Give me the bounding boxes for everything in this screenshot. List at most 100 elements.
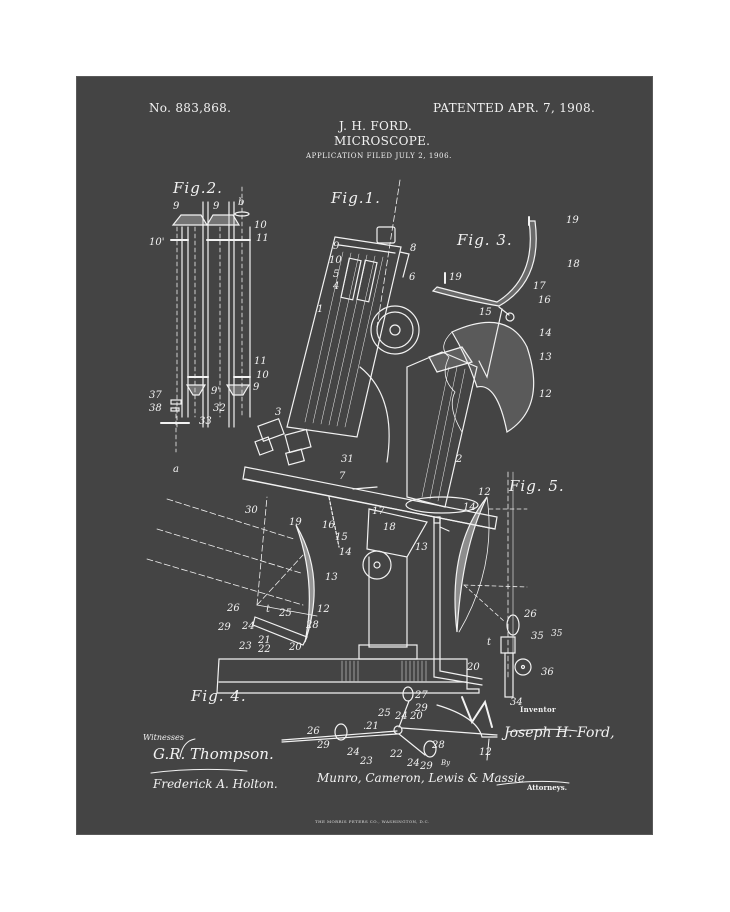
inventor-signature: Joseph H. Ford, — [504, 725, 615, 741]
svg-text:30: 30 — [245, 505, 258, 516]
svg-text:20: 20 — [409, 711, 423, 722]
svg-text:21: 21 — [257, 635, 271, 646]
fig5-label: Fig. 5. — [509, 477, 565, 495]
svg-text:13: 13 — [415, 542, 428, 553]
svg-text:19: 19 — [449, 272, 462, 283]
svg-text:9: 9 — [173, 201, 180, 212]
svg-text:26: 26 — [306, 726, 320, 737]
svg-text:t: t — [266, 604, 271, 615]
attorneys-signature: Munro, Cameron, Lewis & Massie — [317, 771, 525, 785]
svg-text:22: 22 — [257, 644, 271, 655]
svg-text:24: 24 — [406, 758, 420, 769]
svg-text:20: 20 — [466, 662, 480, 673]
svg-text:16: 16 — [538, 295, 551, 306]
svg-text:3: 3 — [275, 407, 281, 418]
svg-text:24: 24 — [394, 711, 408, 722]
fig4-drawing — [281, 686, 498, 758]
fig3-label: Fig. 3. — [457, 231, 513, 249]
svg-text:35: 35 — [531, 631, 544, 642]
svg-text:25: 25 — [377, 708, 391, 719]
inventor-header: J. H. FORD. — [339, 119, 413, 133]
fig4-label: Fig. 4. — [191, 687, 247, 705]
svg-text:23: 23 — [359, 756, 373, 767]
svg-text:26: 26 — [523, 609, 537, 620]
svg-text:10: 10 — [254, 220, 267, 231]
svg-text:19: 19 — [289, 517, 302, 528]
svg-text:9: 9 — [253, 382, 260, 393]
witness-2-signature: Frederick A. Holton. — [153, 777, 278, 791]
fig1-numerals: 8 9 10 5 4 6 1 3 2 7 31 30 19 16 17 18 1… — [217, 241, 462, 655]
svg-text:24: 24 — [241, 621, 255, 632]
svg-text:29: 29 — [217, 622, 231, 633]
patented-date: PATENTED APR. 7, 1908. — [433, 101, 596, 115]
svg-text:17: 17 — [372, 506, 385, 517]
svg-text:29: 29 — [414, 703, 428, 714]
fig3-drawing — [431, 216, 537, 433]
svg-text:28: 28 — [431, 740, 445, 751]
svg-text:18: 18 — [383, 522, 396, 533]
svg-text:11: 11 — [256, 233, 269, 244]
svg-text:25: 25 — [278, 608, 292, 619]
svg-text:18: 18 — [567, 259, 580, 270]
witness-1-signature: G.R. Thompson. — [153, 745, 274, 763]
svg-text:a: a — [173, 464, 179, 475]
printer-credit: THE MORRIS PETERS CO., WASHINGTON, D.C. — [315, 819, 430, 824]
fig1-drawing — [146, 179, 498, 694]
application-filed: APPLICATION FILED JULY 2, 1906. — [306, 152, 452, 160]
attorneys-label: Attorneys. — [527, 783, 568, 792]
svg-text:15: 15 — [335, 532, 348, 543]
svg-text:4: 4 — [332, 281, 339, 292]
svg-text:33: 33 — [199, 416, 212, 427]
svg-text:10': 10' — [149, 237, 164, 248]
fig2-label: Fig.2. — [173, 179, 223, 197]
svg-text:12: 12 — [317, 604, 330, 615]
svg-text:9: 9 — [333, 241, 340, 252]
svg-text:9: 9 — [213, 201, 220, 212]
fig3-numerals: 19 19 18 17 16 15 14 13 12 — [449, 215, 580, 400]
svg-text:t: t — [487, 637, 492, 648]
svg-text:29: 29 — [419, 761, 433, 772]
svg-text:9': 9' — [211, 386, 220, 397]
patent-title: MICROSCOPE. — [334, 134, 431, 148]
signature-strokes — [150, 728, 578, 786]
svg-text:35: 35 — [551, 629, 563, 639]
patent-number: No. 883,868. — [149, 101, 232, 115]
svg-text:b: b — [238, 197, 244, 208]
svg-text:12: 12 — [539, 389, 552, 400]
svg-text:29: 29 — [316, 740, 330, 751]
svg-text:17: 17 — [533, 281, 546, 292]
svg-text:32: 32 — [213, 403, 226, 414]
svg-text:34: 34 — [510, 697, 523, 708]
svg-text:14: 14 — [539, 328, 552, 339]
svg-text:26: 26 — [226, 603, 240, 614]
inventor-label: Inventor — [520, 705, 556, 714]
svg-text:2: 2 — [455, 454, 462, 465]
svg-text:37: 37 — [149, 390, 162, 401]
svg-text:19: 19 — [566, 215, 579, 226]
fig1-label: Fig.1. — [331, 189, 381, 207]
svg-text:1: 1 — [317, 304, 323, 315]
svg-text:7: 7 — [339, 471, 346, 482]
svg-text:20: 20 — [288, 642, 302, 653]
svg-text:6: 6 — [409, 272, 416, 283]
svg-text:8: 8 — [410, 243, 416, 254]
svg-text:31: 31 — [341, 454, 354, 465]
svg-text:10: 10 — [329, 255, 342, 266]
svg-text:5: 5 — [333, 269, 339, 280]
svg-text:11: 11 — [254, 356, 267, 367]
svg-text:22: 22 — [389, 749, 403, 760]
fig2-numerals: 9 9 b 10 10' 11 11 10 9 9' 37 38 32 33 a — [149, 197, 269, 475]
fig5-numerals: 12 14 13 26 35 t 35 36 20 34 — [415, 487, 563, 708]
fig4-numerals: 27 29 25 24 20 26 .21 29 24 23 22 28 24 … — [306, 690, 492, 772]
svg-text:23: 23 — [238, 641, 252, 652]
svg-text:24: 24 — [346, 747, 360, 758]
svg-text:16: 16 — [322, 520, 335, 531]
svg-text:14: 14 — [463, 502, 476, 513]
svg-text:14: 14 — [339, 547, 352, 558]
svg-text:36: 36 — [541, 667, 554, 678]
svg-text:12: 12 — [478, 487, 491, 498]
svg-text:12: 12 — [479, 747, 492, 758]
svg-text:13: 13 — [539, 352, 552, 363]
svg-text:13: 13 — [325, 572, 338, 583]
attorneys-by: By — [441, 759, 451, 767]
